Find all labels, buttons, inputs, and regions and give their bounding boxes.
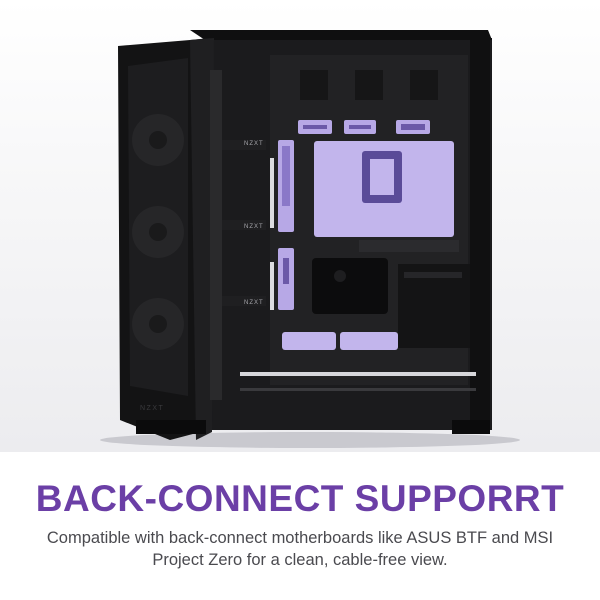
pc-case-illustration: NZXT NZXT NZXT NZXT: [100, 30, 520, 448]
brand-mark: NZXT: [244, 141, 264, 147]
caption: Compatible with back-connect motherboard…: [46, 529, 554, 569]
floor-shadow: [100, 432, 520, 448]
back-connect-headers-top: [298, 120, 430, 134]
headline: BACK-CONNECT SUPPORRT: [35, 478, 565, 519]
case-right-frame: [470, 40, 490, 430]
case-top: [190, 30, 492, 40]
brand-mark: NZXT: [244, 300, 264, 306]
product-image: NZXT NZXT NZXT NZXT: [0, 0, 600, 452]
door-edge: [190, 38, 214, 440]
rear-cutout: [312, 258, 388, 314]
brand-mark: NZXT: [244, 224, 264, 230]
fan-rail: [210, 70, 222, 400]
brand-mark: NZXT: [140, 405, 164, 412]
